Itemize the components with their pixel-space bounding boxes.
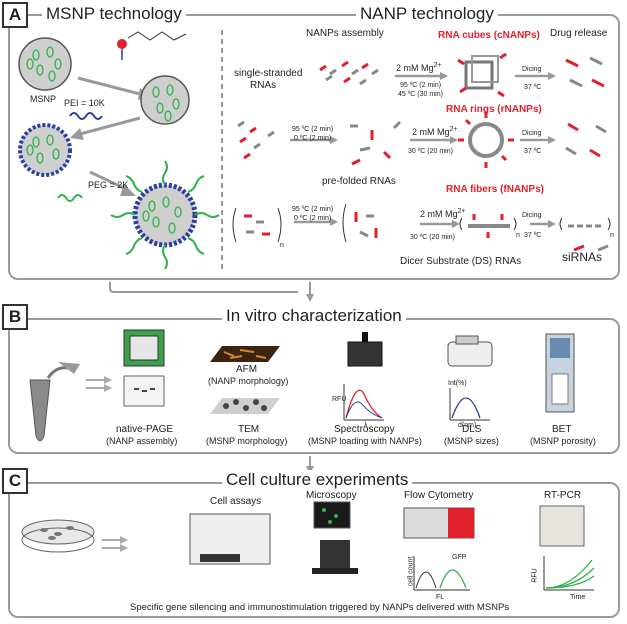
- microscopy-label: Microscopy: [306, 490, 357, 501]
- row3-n3: n: [610, 232, 614, 239]
- row3-cond1: 95 ºC (2 min): [292, 206, 334, 213]
- cell-culture-title: Cell culture experiments: [222, 470, 413, 490]
- spectro-lambda: λ: [364, 422, 368, 429]
- row1-mg-label: 2 mM Mg2+: [396, 62, 442, 73]
- pre-folded-label: pre-folded RNAs: [322, 176, 396, 187]
- footer-text: Specific gene silencing and immunostimul…: [130, 602, 510, 613]
- single-stranded-label: single-stranded: [234, 68, 303, 79]
- dls-int: Int(%): [448, 380, 467, 387]
- row2-temp: 37 ºC: [524, 148, 542, 155]
- panel-c-letter: C: [2, 468, 28, 494]
- tem-sub: (MSNP morphology): [206, 436, 288, 446]
- panel-b-letter: B: [2, 304, 28, 330]
- row2-cond2: 0 ºC (2 min): [294, 135, 332, 142]
- row3-mg-label: 2 mM Mg2+: [420, 208, 466, 219]
- nanp-technology-title: NANP technology: [356, 4, 498, 24]
- msnp-label: MSNP: [30, 94, 57, 104]
- rna-rings-label: RNA rings (rNANPs): [446, 104, 542, 115]
- rna-cubes-label: RNA cubes (cNANPs): [438, 30, 540, 41]
- gfp-label: GFP: [452, 554, 467, 561]
- spectroscopy-label: Spectroscopy: [334, 424, 395, 435]
- native-page-label: native-PAGE: [116, 424, 174, 435]
- dicer-substrate-label: Dicer Substrate (DS) RNAs: [400, 256, 522, 267]
- dls-label: DLS: [462, 424, 482, 435]
- row2-cond1: 95 ºC (2 min): [292, 126, 334, 133]
- flow-cytometry-label: Flow Cytometry: [404, 490, 474, 501]
- row2-cond3: 30 ºC (20 min): [408, 148, 453, 155]
- peg-label: PEG = 2K: [88, 180, 129, 190]
- spectro-rfu: RFU: [332, 396, 347, 403]
- dls-dnm: d(nm): [458, 422, 477, 429]
- panel-a: [8, 14, 620, 280]
- row1-cond2: 45 ºC (30 min): [398, 91, 443, 98]
- cell-count-label: cell count: [407, 556, 415, 587]
- time-label: Time: [570, 594, 586, 601]
- row3-cond2: 0 ºC (2 min): [294, 215, 332, 222]
- msnp-technology-title: MSNP technology: [42, 4, 186, 24]
- spectroscopy-sub: (MSNP loading with NANPs): [308, 436, 422, 446]
- dls-sub: (MSNP sizes): [444, 436, 499, 446]
- row2-dicing: Dicing: [522, 130, 542, 137]
- row3-dicing: Dicing: [522, 212, 542, 219]
- row3-temp: 37 ºC: [524, 232, 542, 239]
- nanps-assembly-label: NANPs assembly: [306, 28, 384, 39]
- rna-fibers-label: RNA fibers (fNANPs): [446, 184, 544, 195]
- afm-label: AFM: [236, 364, 258, 375]
- pei-label: PEI = 10K: [64, 98, 105, 108]
- drug-release-label: Drug release: [550, 28, 608, 39]
- row3-cond3: 30 ºC (20 min): [410, 234, 455, 241]
- afm-sub: (NANP morphology): [208, 376, 289, 386]
- row3-n2: n: [516, 232, 520, 239]
- native-page-sub: (NANP assembly): [106, 436, 178, 446]
- rnas-label: RNAs: [250, 80, 277, 91]
- cell-assays-label: Cell assays: [210, 496, 262, 507]
- rt-pcr-label: RT-PCR: [544, 490, 582, 501]
- row1-temp: 37 ºC: [524, 84, 542, 91]
- fl-label: FL: [436, 594, 445, 601]
- tem-label: TEM: [238, 424, 260, 435]
- row1-dicing: Dicing: [522, 66, 542, 73]
- row1-cond1: 95 ºC (2 min): [400, 82, 442, 89]
- bet-label: BET: [552, 424, 572, 435]
- in-vitro-title: In vitro characterization: [222, 306, 406, 326]
- row2-mg-label: 2 mM Mg2+: [412, 126, 458, 137]
- panel-a-letter: A: [2, 2, 28, 28]
- bet-sub: (MSNP porosity): [530, 436, 596, 446]
- rfu-label: RFU: [531, 568, 539, 583]
- row3-n1: n: [280, 242, 284, 249]
- sirnas-label: siRNAs: [562, 250, 603, 264]
